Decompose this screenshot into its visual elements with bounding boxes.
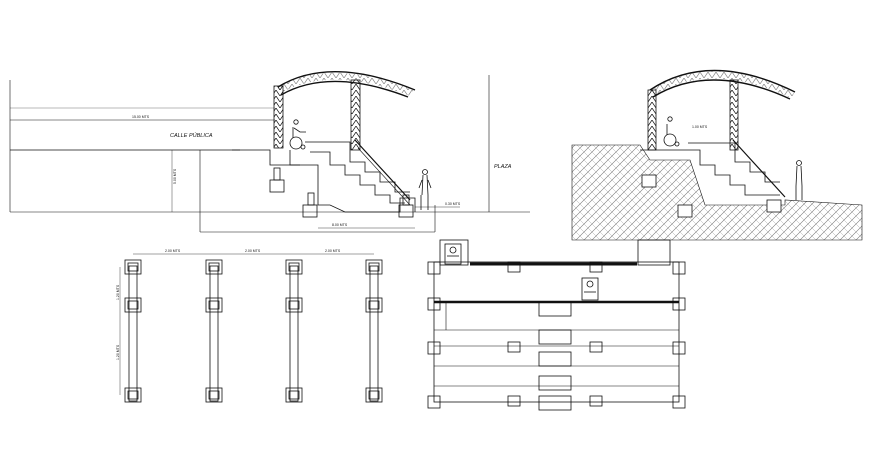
dim-small: 0.30 MTS xyxy=(445,202,461,206)
dim-section-length: 8.00 MTS xyxy=(332,223,348,227)
standing-person-icon xyxy=(795,160,803,200)
plaza-label: PLAZA xyxy=(494,164,512,170)
standing-person-icon xyxy=(418,169,432,210)
dim-plan-spacing-1: 2.00 MTS xyxy=(165,249,181,253)
dim-street-width: 5.00 MTS xyxy=(173,168,177,184)
dim-plan-vertical-2: 1.20 MTS xyxy=(116,344,120,360)
left-section-elevation xyxy=(9,71,530,233)
stair-floor-plan xyxy=(427,239,686,411)
dim-upper-left: 15.00 MTS xyxy=(132,115,150,119)
dim-plan-vertical-1: 1.20 MTS xyxy=(116,284,120,300)
street-label: CALLE PÚBLICA xyxy=(170,132,213,139)
dim-plan-spacing-3: 2.00 MTS xyxy=(325,249,341,253)
wheelchair-user-icon xyxy=(581,277,599,301)
dim-plan-spacing-2: 2.00 MTS xyxy=(245,249,261,253)
wheelchair-user-icon xyxy=(663,116,680,147)
right-section-elevation xyxy=(571,69,863,241)
wheelchair-user-icon xyxy=(444,243,462,265)
wheelchair-user-icon xyxy=(289,119,306,150)
column-plan xyxy=(119,253,383,403)
dim-right-step: 1.00 MTS xyxy=(692,125,708,129)
